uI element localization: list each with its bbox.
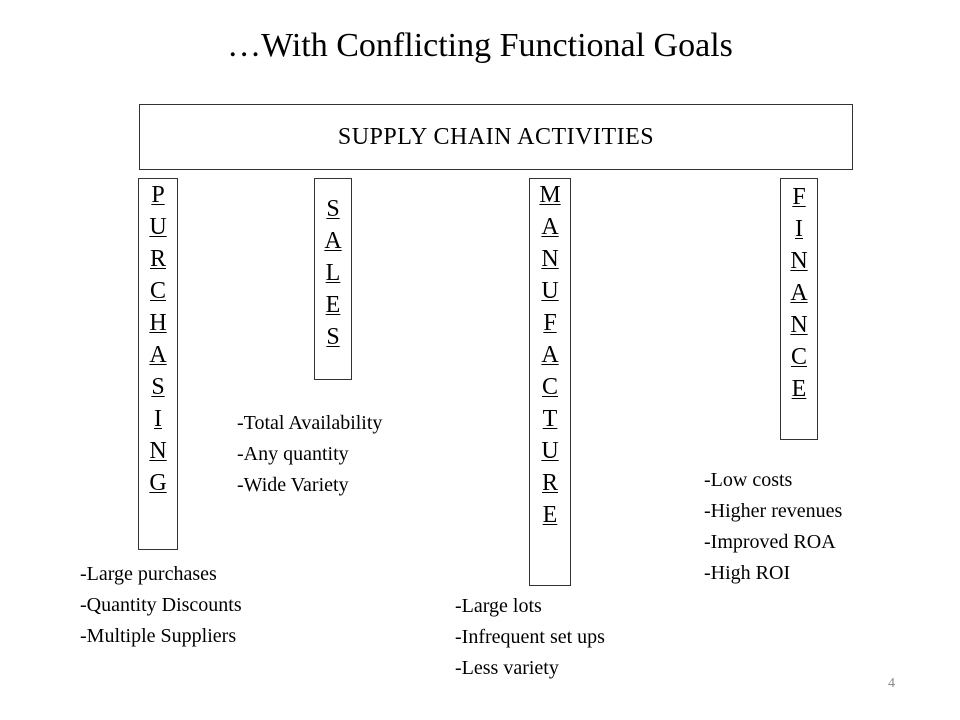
purchasing-letter: R xyxy=(149,246,166,272)
manufacture-letter: C xyxy=(541,374,558,400)
manufacture-letter: U xyxy=(541,278,559,304)
finance-letter: E xyxy=(791,376,807,402)
manufacture-letter: F xyxy=(543,310,557,336)
goal-item: -Large purchases xyxy=(80,563,217,585)
goal-item: -Large lots xyxy=(455,595,542,617)
goal-item: -Infrequent set ups xyxy=(455,626,605,648)
purchasing-letter: S xyxy=(151,374,165,400)
purchasing-box: P U R C H A S I N G xyxy=(138,178,178,550)
sales-letter: S xyxy=(326,324,340,350)
finance-goals: -Low costs -Higher revenues -Improved RO… xyxy=(704,465,842,589)
goal-item: -Quantity Discounts xyxy=(80,594,242,616)
finance-letter: N xyxy=(790,312,808,338)
goal-item: -Total Availability xyxy=(237,412,383,434)
manufacture-box: M A N U F A C T U R E xyxy=(529,178,571,586)
manufacture-letter: T xyxy=(542,406,558,432)
purchasing-letter: G xyxy=(149,470,167,496)
finance-letter: F xyxy=(792,184,806,210)
manufacture-letter: R xyxy=(541,470,558,496)
purchasing-letter: P xyxy=(151,182,165,208)
goal-item: -Higher revenues xyxy=(704,500,843,522)
purchasing-letter: U xyxy=(149,214,167,240)
finance-letter: C xyxy=(790,344,807,370)
goal-item: -Multiple Suppliers xyxy=(80,625,237,647)
manufacture-letter: U xyxy=(541,438,559,464)
purchasing-goals: -Large purchases -Quantity Discounts -Mu… xyxy=(80,559,242,652)
finance-box: F I N A N C E xyxy=(780,178,818,440)
purchasing-letter: H xyxy=(149,310,167,336)
manufacture-letter: A xyxy=(541,214,559,240)
purchasing-letter: A xyxy=(149,342,167,368)
finance-letter: I xyxy=(795,216,803,242)
purchasing-letter: I xyxy=(154,406,162,432)
supply-chain-activities-label: SUPPLY CHAIN ACTIVITIES xyxy=(337,123,655,150)
goal-item: -Any quantity xyxy=(237,443,349,465)
purchasing-letter: C xyxy=(149,278,166,304)
slide-title: …With Conflicting Functional Goals xyxy=(227,27,733,64)
sales-letter: A xyxy=(324,228,342,254)
finance-letter: N xyxy=(790,248,808,274)
manufacture-goals: -Large lots -Infrequent set ups -Less va… xyxy=(455,591,605,684)
manufacture-letter: E xyxy=(542,502,558,528)
finance-letter: A xyxy=(790,280,808,306)
goal-item: -High ROI xyxy=(704,562,791,584)
goal-item: -Wide Variety xyxy=(237,474,349,496)
goal-item: -Improved ROA xyxy=(704,531,836,553)
purchasing-letter: N xyxy=(149,438,167,464)
sales-letter: E xyxy=(325,292,341,318)
page-number: 4 xyxy=(888,676,895,691)
goal-item: -Less variety xyxy=(455,657,559,679)
manufacture-letter: M xyxy=(539,182,561,208)
sales-letter: S xyxy=(326,196,340,222)
manufacture-letter: A xyxy=(541,342,559,368)
goal-item: -Low costs xyxy=(704,469,793,491)
sales-box: S A L E S xyxy=(314,178,352,380)
sales-letter: L xyxy=(325,260,341,286)
supply-chain-activities-box: SUPPLY CHAIN ACTIVITIES xyxy=(139,104,853,170)
sales-goals: -Total Availability -Any quantity -Wide … xyxy=(237,408,382,501)
manufacture-letter: N xyxy=(541,246,559,272)
